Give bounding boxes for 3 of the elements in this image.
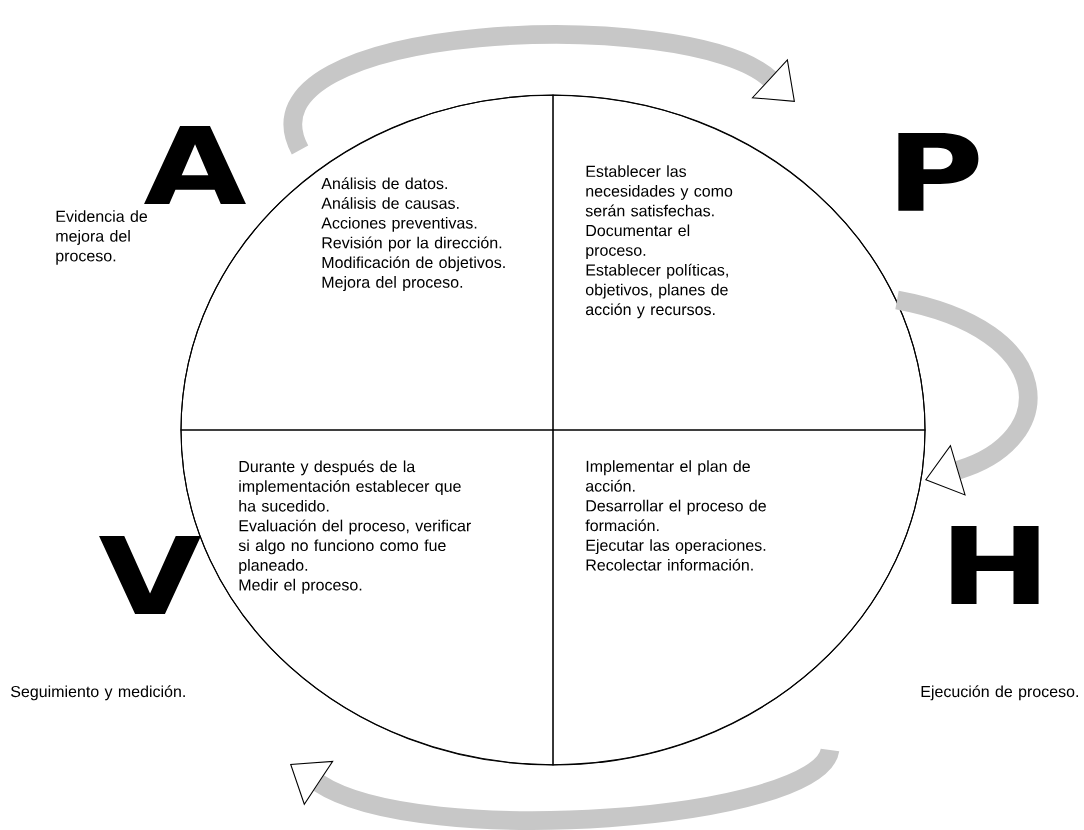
caption-text: Evidencia de mejora del proceso. [56, 210, 148, 265]
quadrant-letter: H [951, 526, 1039, 604]
curved-arrow [894, 290, 1038, 496]
